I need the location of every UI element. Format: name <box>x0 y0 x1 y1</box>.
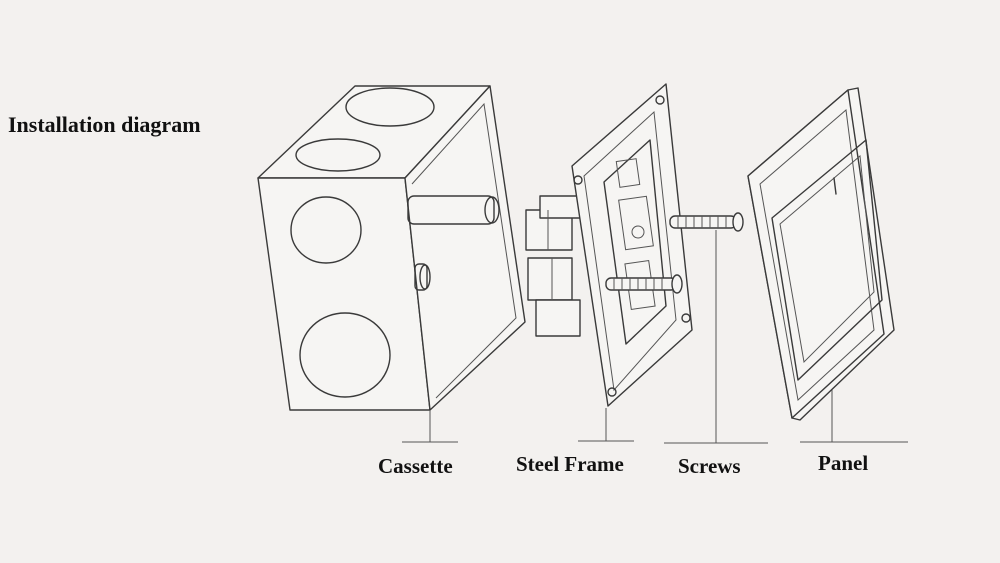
steel-frame-label: Steel Frame <box>516 452 624 476</box>
cassette-box <box>257 85 526 411</box>
panel-label: Panel <box>818 451 869 475</box>
screws <box>605 212 744 294</box>
diagram-title: Installation diagram <box>8 112 201 137</box>
steel-frame <box>525 83 693 407</box>
screws-label: Screws <box>678 454 741 478</box>
panel <box>747 87 895 421</box>
cassette-label: Cassette <box>378 454 453 478</box>
leader-lines <box>402 230 908 444</box>
